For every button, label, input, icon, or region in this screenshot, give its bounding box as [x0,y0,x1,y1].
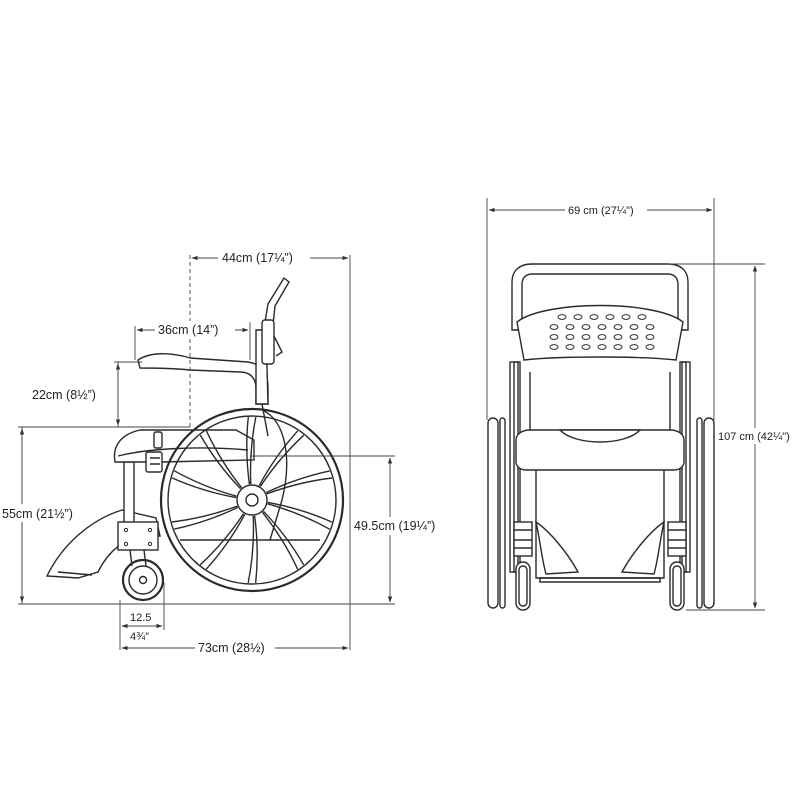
seat [113,429,255,463]
wheel-spoke [265,470,330,494]
overall-width-label: 69 cm (27¼") [568,205,634,217]
wheel-spoke [258,430,299,487]
backrest-vent-hole [613,334,623,340]
backrest-vent-hole [565,334,575,340]
wheel-spoke [259,434,305,487]
backrest-vent-hole [581,344,591,350]
left-footrest-plate [534,520,580,575]
backrest-vent-hole [613,324,623,330]
front-frame-post [123,461,135,527]
seat-height-label: 55cm (21½”) [2,507,73,521]
wheel-spoke [171,477,237,499]
wheel-spoke [247,515,255,584]
wheel-spoke [199,434,242,490]
backrest-vent-hole [629,334,639,340]
front-caster-wheel [121,558,165,602]
backrest-vent-hole [573,314,583,320]
caster-bracket [117,521,159,551]
backrest-vent-hole [581,324,591,330]
left-front-caster [515,561,531,611]
wheel-spoke [171,505,238,523]
backrest-vent-hole [645,344,655,350]
side-view: 44cm (17¼”) 36cm (14”) 22cm (8½”) 55cm (… [0,249,448,655]
backrest-vent-hole [597,334,607,340]
right-footrest-plate [620,520,666,575]
backrest-vent-hole [549,324,559,330]
backrest-panel [516,304,684,361]
seat-depth-label: 44cm (17¼”) [222,251,293,265]
overall-height-label: 107 cm (42¼") [718,431,790,443]
backrest-vent-hole [637,314,647,320]
caster-size-cm-label: 12.5 [130,612,151,624]
right-front-caster [669,561,685,611]
backrest-vent-hole [549,344,559,350]
wheel-spoke [199,513,245,566]
backrest-vent-hole [629,344,639,350]
backrest-vent-hole [581,334,591,340]
wheel-spoke [246,417,251,485]
wheel-spoke [205,430,243,489]
wheel-spoke [261,511,299,570]
wheel-spoke [253,515,258,583]
wheel-height-label: 49.5cm (19¼”) [354,519,435,533]
wheel-spoke [173,470,237,497]
backrest-vent-hole [565,324,575,330]
armrest-length-label: 36cm (14”) [158,323,218,337]
wheel-spoke [205,513,246,570]
backrest-vent-hole [645,334,655,340]
backrest-vent-hole [549,334,559,340]
backrest-vent-hole [613,344,623,350]
front-view: 69 cm (27¼") 107 cm (42¼") [486,198,800,611]
left-rear-wheel [487,417,499,609]
backrest-vent-hole [565,344,575,350]
rear-wheel [159,407,345,593]
wheel-spoke [249,416,257,485]
overall-depth-label: 73cm (28½) [198,641,265,655]
wheel-spoke [262,510,305,566]
right-rear-wheel [703,417,715,609]
backrest-vent-hole [557,314,567,320]
front-seat [515,429,685,471]
backrest-vent-hole [645,324,655,330]
backrest-vent-hole [621,314,631,320]
backrest-vent-hole [629,324,639,330]
seat-cutout [558,429,642,443]
caster-size-in-label: 4¾” [130,631,149,643]
backrest-vent-hole [589,314,599,320]
backrest-vent-hole [605,314,615,320]
backrest-vent-hole [597,324,607,330]
armrest [137,353,269,405]
wheel-spoke [266,477,333,495]
arm-height-label: 22cm (8½”) [32,388,96,402]
backrest-vent-hole [597,344,607,350]
wheel-spoke [267,503,331,530]
wheel-spoke [267,501,333,523]
wheel-spoke [174,506,239,530]
